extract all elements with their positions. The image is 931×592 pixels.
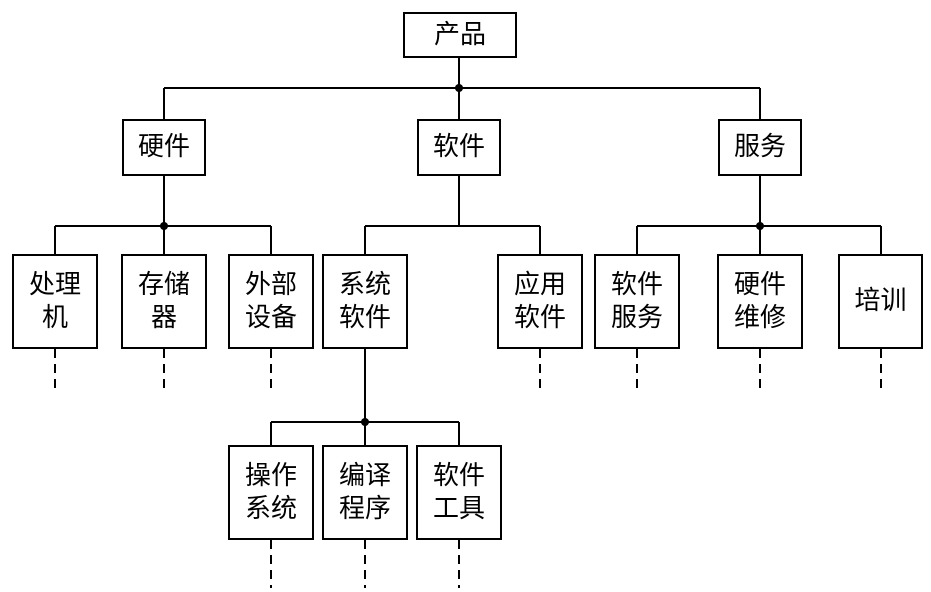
node-label-line: 软件 [338,302,391,333]
node-compiler: 编译 程序 [322,445,408,540]
node-label-line: 处理 [28,269,81,300]
node-label-line: 器 [150,302,177,333]
node-label: 服务 [733,132,786,162]
node-label-line: 机 [41,302,68,333]
node-hardware-repair: 硬件 维修 [717,254,803,349]
node-label-line: 系统 [244,493,297,524]
node-system-software: 系统 软件 [322,254,408,349]
node-label: 硬件 [137,132,190,162]
node-software: 软件 [417,119,501,176]
junction-dot-services [756,222,764,230]
node-label-line: 程序 [338,493,391,524]
node-product: 产品 [403,12,517,58]
node-label-line: 服务 [610,302,663,333]
node-software-tools: 软件 工具 [416,445,502,540]
node-storage: 存储 器 [121,254,207,349]
node-label-line: 软件 [513,302,566,333]
node-operating-system: 操作 系统 [228,445,314,540]
junction-dot-system-software [361,418,369,426]
node-label-line: 系统 [338,269,391,300]
node-label-line: 维修 [733,302,786,333]
junction-dot-hardware [160,222,168,230]
node-label-line: 培训 [854,286,907,316]
junction-dot-root [455,84,463,92]
node-peripherals: 外部 设备 [228,254,314,349]
node-label-line: 存储 [137,269,190,300]
node-label-line: 工具 [432,493,485,524]
node-application-software: 应用 软件 [497,254,583,349]
node-label-line: 外部 [244,269,297,300]
node-services: 服务 [718,119,802,176]
node-label: 产品 [433,19,486,50]
node-label-line: 操作 [244,460,297,491]
node-training: 培训 [838,254,923,349]
node-hardware: 硬件 [122,119,206,176]
node-label-line: 软件 [432,460,485,491]
node-label-line: 硬件 [733,269,786,300]
node-software-services: 软件 服务 [594,254,680,349]
node-label: 软件 [432,132,485,162]
node-label-line: 应用 [513,269,566,300]
node-label-line: 设备 [244,302,297,333]
node-label-line: 编译 [338,460,391,491]
node-label-line: 软件 [610,269,663,300]
node-processor: 处理 机 [12,254,98,349]
